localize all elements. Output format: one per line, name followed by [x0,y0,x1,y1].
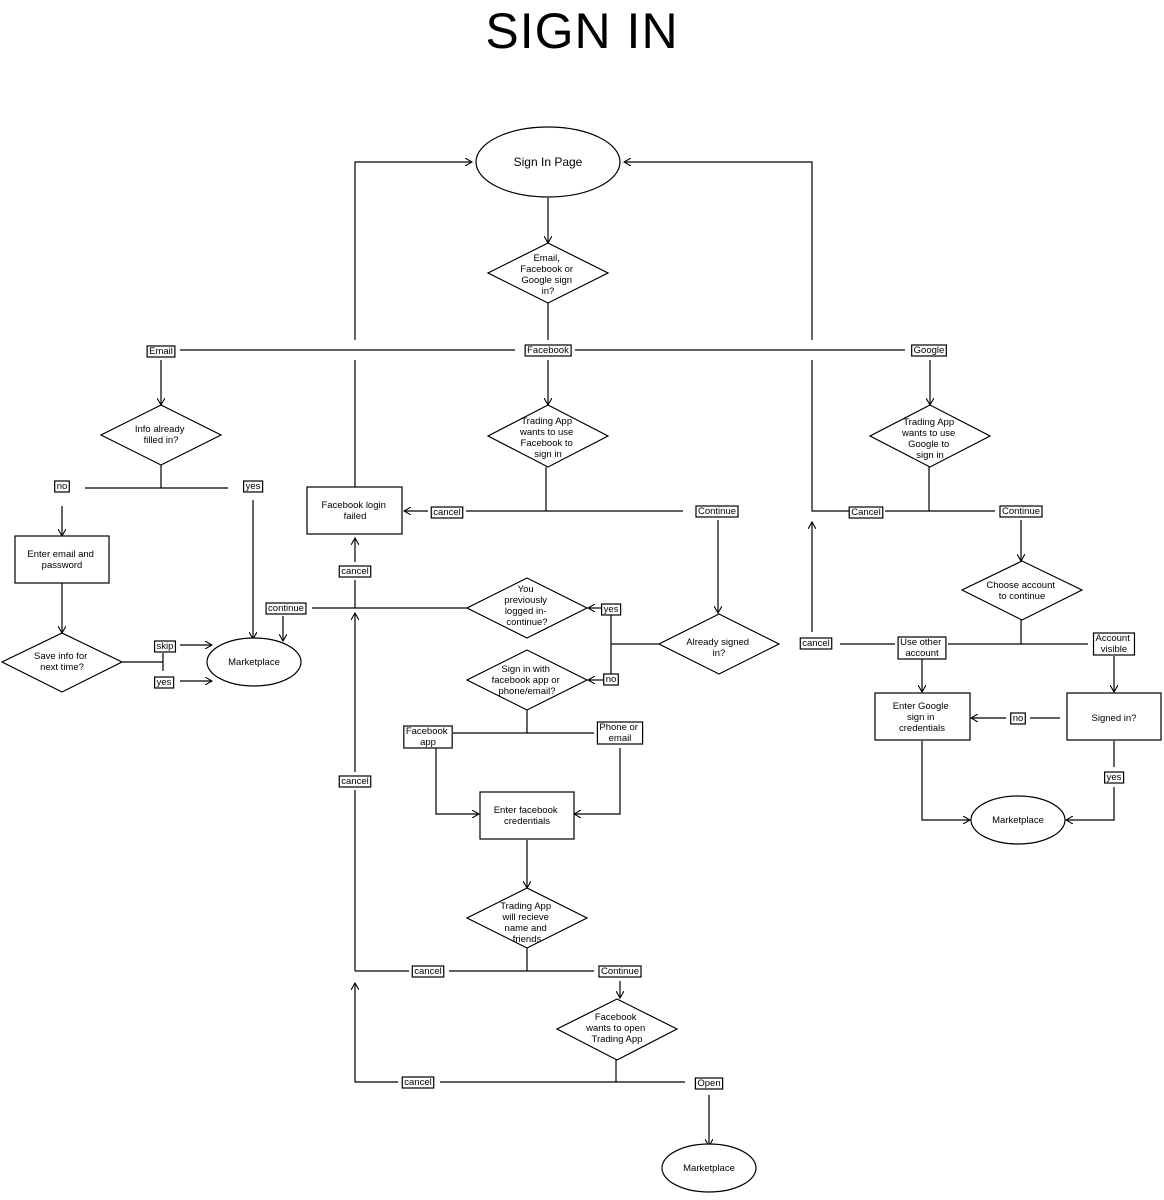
enter-fb-creds-label: Enter facebook credentials [494,805,561,827]
enter-google-creds-label: Enter Google sign in credentials [893,701,952,734]
marketplace-google-label: Marketplace [992,815,1044,826]
node-info-filled: Info already filled in? [99,404,223,466]
label-background [897,636,947,660]
node-previously-logged: You previously logged in- continue? [465,577,589,639]
label-cancel-open: cancel [404,1077,431,1088]
label-background [1092,632,1136,656]
label-background [146,345,176,358]
label-background [695,505,739,518]
label-background [154,676,175,689]
node-choose-account: Choose account to continue [960,560,1084,621]
label-background [338,775,372,788]
label-no-g: no [1013,713,1024,724]
label-background [411,965,445,978]
label-background [596,721,644,745]
label-use-other: Use other account [900,637,944,659]
label-background [243,480,264,493]
label-cancel-mid: cancel [341,776,368,787]
marketplace-email-label: Marketplace [228,657,280,668]
label-background [911,344,947,357]
enter-email-label: Enter email and password [27,549,96,571]
label-email: Email [149,346,173,357]
label-yes-g: yes [1107,772,1122,783]
node-marketplace-email: Marketplace [206,637,302,687]
google-wants-label: Trading App wants to use Google to sign … [901,417,958,461]
label-account-visible: Account visible [1096,633,1133,655]
label-cancel-failed: cancel [341,566,368,577]
label-background [153,640,177,653]
marketplace-fb-label: Marketplace [683,1163,735,1174]
label-cancel-fb1: cancel [433,507,460,518]
label-background [1104,771,1125,784]
node-signed-in: Signed in? [1066,692,1162,741]
node-marketplace-google: Marketplace [970,795,1066,845]
label-continue-receive: Continue [601,966,639,977]
label-background [694,1077,724,1090]
label-background [799,637,833,650]
node-enter-fb-creds: Enter facebook credentials [479,791,575,840]
page-title: SIGN IN [485,3,679,59]
label-background [430,506,464,519]
label-background [848,506,884,519]
save-info-label: Save info for next time? [34,651,90,673]
label-yes-signed: yes [604,604,619,615]
node-already-signed: Already signed in? [657,613,781,675]
node-sign-in-page: Sign In Page [475,126,621,198]
edge-labels: Email Facebook Google no yes skip yes co… [54,344,1136,1090]
fb-wants-label: Trading App wants to use Facebook to sig… [519,416,576,460]
label-continue-g1: Continue [1002,506,1040,517]
label-background [403,725,453,749]
label-background [401,1076,435,1089]
node-fb-wants: Trading App wants to use Facebook to sig… [486,404,610,468]
fb-failed-label: Facebook login failed [321,500,388,522]
label-background [603,673,619,686]
label-skip: skip [157,641,174,652]
label-phone-email: Phone or email [599,722,640,744]
label-google: Google [914,345,945,356]
node-marketplace-fb: Marketplace [661,1143,757,1193]
label-background [54,480,70,493]
sign-in-page-label: Sign In Page [514,155,583,169]
node-fb-signin-with: Sign in with facebook app or phone/email… [465,649,589,711]
signed-in-label: Signed in? [1092,713,1137,724]
label-yes-email: yes [246,481,261,492]
node-method-choice: Email, Facebook or Google sign in? [486,242,610,304]
node-fb-open-app: Facebook wants to open Trading App [555,998,679,1061]
label-continue-prev: continue [268,603,304,614]
label-background [1010,712,1026,725]
choose-account-label: Choose account to continue [986,580,1057,602]
label-background [338,565,372,578]
label-continue-fb1: Continue [698,506,736,517]
label-background [999,505,1043,518]
node-save-info: Save info for next time? [0,632,124,693]
receive-name-label: Trading App will recieve name and friend… [500,901,554,945]
label-background [601,603,622,616]
label-background [598,965,642,978]
connectors [62,162,1114,1146]
previously-logged-label: You previously logged in- continue? [504,584,549,628]
label-open: Open [697,1078,720,1089]
already-signed-label: Already signed in? [686,637,752,659]
node-google-wants: Trading App wants to use Google to sign … [868,404,992,468]
label-background [524,344,572,357]
label-cancel-receive: cancel [414,966,441,977]
node-enter-google-creds: Enter Google sign in credentials [874,692,971,741]
label-yes-save: yes [157,677,172,688]
label-facebook: Facebook [527,345,569,356]
node-fb-failed: Facebook login failed [306,486,403,535]
label-cancel-g2: cancel [802,638,829,649]
label-no-email: no [57,481,68,492]
label-cancel-g1: Cancel [851,507,881,518]
fb-open-app-label: Facebook wants to open Trading App [585,1012,648,1045]
label-no-signed: no [606,674,617,685]
node-receive-name: Trading App will recieve name and friend… [465,887,589,949]
label-background [265,602,307,615]
info-filled-label: Info already filled in? [135,424,187,446]
fb-signin-with-label: Sign in with facebook app or phone/email… [492,664,563,697]
label-facebook-app: Facebook app [406,726,450,748]
node-enter-email: Enter email and password [14,535,110,584]
method-choice-label: Email, Facebook or Google sign in? [520,253,575,297]
